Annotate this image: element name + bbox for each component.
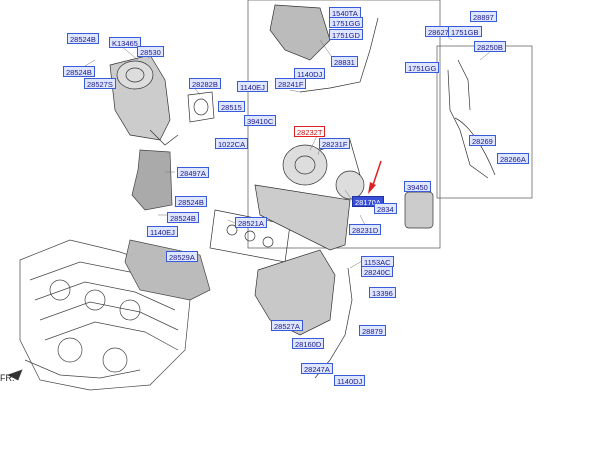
part-label-28524B-3[interactable]: 28524B	[175, 196, 207, 207]
coolant-pipe-drawing	[447, 69, 489, 179]
turbocharger-drawing	[254, 139, 365, 251]
part-label-28521A[interactable]: 28521A	[235, 217, 267, 228]
part-label-28524B-2[interactable]: 28524B	[63, 66, 95, 77]
highlight-arrow	[368, 160, 382, 194]
part-label-39410C[interactable]: 39410C	[244, 115, 277, 126]
part-label-39450[interactable]: 39450	[404, 181, 431, 192]
turbo-heat-shield-drawing	[254, 249, 336, 336]
part-label-1140EJ[interactable]: 1140EJ	[237, 81, 268, 92]
part-label-28282B[interactable]: 28282B	[189, 78, 221, 89]
part-label-1140DJ-2[interactable]: 1140DJ	[334, 375, 366, 386]
part-label-1751GD[interactable]: 1751GD	[329, 29, 363, 40]
part-label-1751GG-2[interactable]: 1751GG	[405, 62, 440, 73]
bracket-drawing	[131, 149, 173, 211]
oil-feed-pipe-drawing	[299, 17, 379, 93]
engine-block-drawing	[7, 239, 191, 391]
part-label-28831[interactable]: 28831	[331, 56, 358, 67]
part-label-28231F[interactable]: 28231F	[319, 138, 351, 149]
part-label-28266A[interactable]: 28266A	[497, 153, 529, 164]
part-label-28897[interactable]: 28897	[470, 11, 497, 22]
actuator-drawing	[404, 191, 434, 229]
lower-heat-shield-drawing	[124, 239, 211, 301]
part-label-1751GG[interactable]: 1751GG	[329, 17, 364, 28]
part-label-28524B-4[interactable]: 28524B	[167, 212, 199, 223]
part-label-28241F[interactable]: 28241F	[275, 78, 307, 89]
part-label-28170A[interactable]: 28170A	[352, 196, 384, 207]
part-label-28269[interactable]: 28269	[469, 135, 496, 146]
part-label-28250B[interactable]: 28250B	[474, 41, 506, 52]
part-label-28527A[interactable]: 28527A	[271, 320, 303, 331]
part-label-2834[interactable]: 2834	[374, 203, 397, 214]
catalytic-converter-drawing	[109, 54, 179, 146]
part-label-1140EJ-2[interactable]: 1140EJ	[147, 226, 178, 237]
part-label-28530[interactable]: 28530	[137, 46, 164, 57]
part-label-1140DJ[interactable]: 1140DJ	[294, 68, 326, 79]
part-label-K13465[interactable]: K13465	[109, 37, 141, 48]
part-label-28529A[interactable]: 28529A	[166, 251, 198, 262]
part-label-28247A[interactable]: 28247A	[301, 363, 333, 374]
upper-heat-shield-drawing	[269, 4, 331, 61]
part-label-28160D[interactable]: 28160D	[292, 338, 325, 349]
part-label-28231D[interactable]: 28231D	[349, 224, 382, 235]
part-label-1022CA[interactable]: 1022CA	[215, 138, 249, 149]
part-label-28240C[interactable]: 28240C	[361, 266, 394, 277]
part-label-1751GB[interactable]: 1751GB	[448, 26, 482, 37]
part-label-28524B[interactable]: 28524B	[67, 33, 99, 44]
part-label-13396[interactable]: 13396	[369, 287, 396, 298]
part-label-28232T[interactable]: 28232T	[294, 126, 326, 137]
part-label-28527S[interactable]: 28527S	[84, 78, 116, 89]
part-label-28515[interactable]: 28515	[218, 101, 245, 112]
part-label-28497A[interactable]: 28497A	[177, 167, 209, 178]
part-label-28879[interactable]: 28879	[359, 325, 386, 336]
flange-gasket-drawing	[187, 91, 215, 123]
front-direction-marker: FR.	[0, 373, 15, 383]
